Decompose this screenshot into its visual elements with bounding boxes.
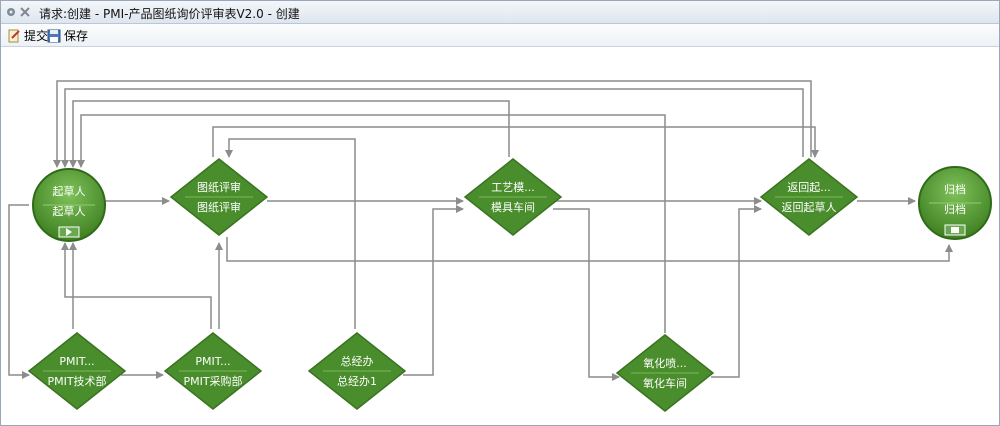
arrow-start-pmit-tech bbox=[8, 204, 30, 379]
node-archive-line2: 归档 bbox=[944, 203, 966, 216]
play-icon bbox=[66, 228, 72, 236]
node-pmit-purchase[interactable]: PMIT... PMIT采购部 bbox=[163, 331, 263, 410]
node-pmit-tech-shape bbox=[27, 332, 127, 410]
title-bar: 请求:创建 - PMI-产品图纸询价评审表V2.0 - 创建 bbox=[1, 1, 999, 24]
node-process-shape bbox=[463, 158, 563, 236]
node-drawing-review-line1: 图纸评审 bbox=[197, 181, 241, 194]
arrow-process-start bbox=[69, 100, 510, 168]
node-start-line2: 起草人 bbox=[52, 205, 86, 218]
node-oxidation-shape bbox=[615, 334, 715, 412]
node-drawing-review[interactable]: 图纸评审 图纸评审 bbox=[169, 157, 269, 236]
node-pmit-tech-line2: PMIT技术部 bbox=[47, 375, 107, 388]
node-pmit-purchase-shape bbox=[163, 332, 263, 410]
arrow-return-start-2 bbox=[53, 80, 812, 168]
arrow-oxidation-start bbox=[77, 114, 666, 333]
workflow-diagram bbox=[8, 80, 953, 381]
arrow-oxidation-return bbox=[711, 205, 762, 378]
node-oxidation[interactable]: 氧化喷... 氧化车间 bbox=[615, 333, 715, 412]
arrow-pmit-purchase-start bbox=[61, 242, 212, 329]
node-return-line1: 返回起... bbox=[787, 181, 831, 194]
node-gm-office-line2: 总经办1 bbox=[337, 375, 377, 388]
node-gm-office-shape bbox=[307, 332, 407, 410]
node-drawing-review-shape bbox=[169, 158, 269, 236]
floppy-disk-icon bbox=[47, 29, 61, 42]
submit-button[interactable]: 提交 bbox=[7, 27, 48, 44]
arrow-gm-process bbox=[403, 205, 464, 376]
node-process-line1: 工艺模... bbox=[491, 181, 535, 194]
node-archive-line1: 归档 bbox=[944, 183, 966, 196]
node-start[interactable]: 起草人 起草人 bbox=[31, 167, 107, 243]
arrow-drawing-return bbox=[212, 126, 819, 158]
node-oxidation-line2: 氧化车间 bbox=[643, 377, 687, 390]
node-gm-office[interactable]: 总经办 总经办1 bbox=[307, 331, 407, 410]
arrow-process-oxidation bbox=[553, 208, 620, 381]
node-process-line2: 模具车间 bbox=[491, 201, 535, 214]
node-pmit-tech-line1: PMIT... bbox=[59, 355, 95, 368]
submit-icon bbox=[8, 29, 20, 42]
window-title: 请求:创建 - PMI-产品图纸询价评审表V2.0 - 创建 bbox=[39, 7, 300, 21]
arrow-return-start bbox=[61, 88, 804, 168]
node-gm-office-line1: 总经办 bbox=[340, 355, 374, 368]
node-oxidation-line1: 氧化喷... bbox=[643, 357, 687, 370]
workflow-canvas: 起草人 起草人 图纸评审 图纸评审 工艺模... 模具车间 bbox=[1, 47, 999, 425]
save-label: 保存 bbox=[64, 29, 89, 43]
arrow-drawing-archive bbox=[226, 237, 953, 262]
node-return-line2: 返回起草人 bbox=[781, 201, 837, 214]
stop-icon bbox=[951, 227, 959, 233]
toolbar: 提交 保存 bbox=[1, 24, 999, 47]
node-archive[interactable]: 归档 归档 bbox=[917, 165, 993, 241]
gear-icon bbox=[7, 7, 30, 17]
node-archive-shape bbox=[918, 166, 992, 240]
node-return-shape bbox=[759, 158, 859, 236]
save-button[interactable]: 保存 bbox=[47, 27, 88, 44]
node-pmit-tech[interactable]: PMIT... PMIT技术部 bbox=[27, 331, 127, 410]
node-process[interactable]: 工艺模... 模具车间 bbox=[463, 157, 563, 236]
node-start-line1: 起草人 bbox=[52, 185, 86, 198]
submit-label: 提交 bbox=[24, 29, 49, 43]
node-drawing-review-line2: 图纸评审 bbox=[197, 201, 241, 214]
node-pmit-purchase-line2: PMIT采购部 bbox=[183, 375, 243, 388]
node-return[interactable]: 返回起... 返回起草人 bbox=[759, 157, 859, 236]
arrow-gm-drawing bbox=[225, 138, 356, 329]
node-pmit-purchase-line1: PMIT... bbox=[195, 355, 231, 368]
